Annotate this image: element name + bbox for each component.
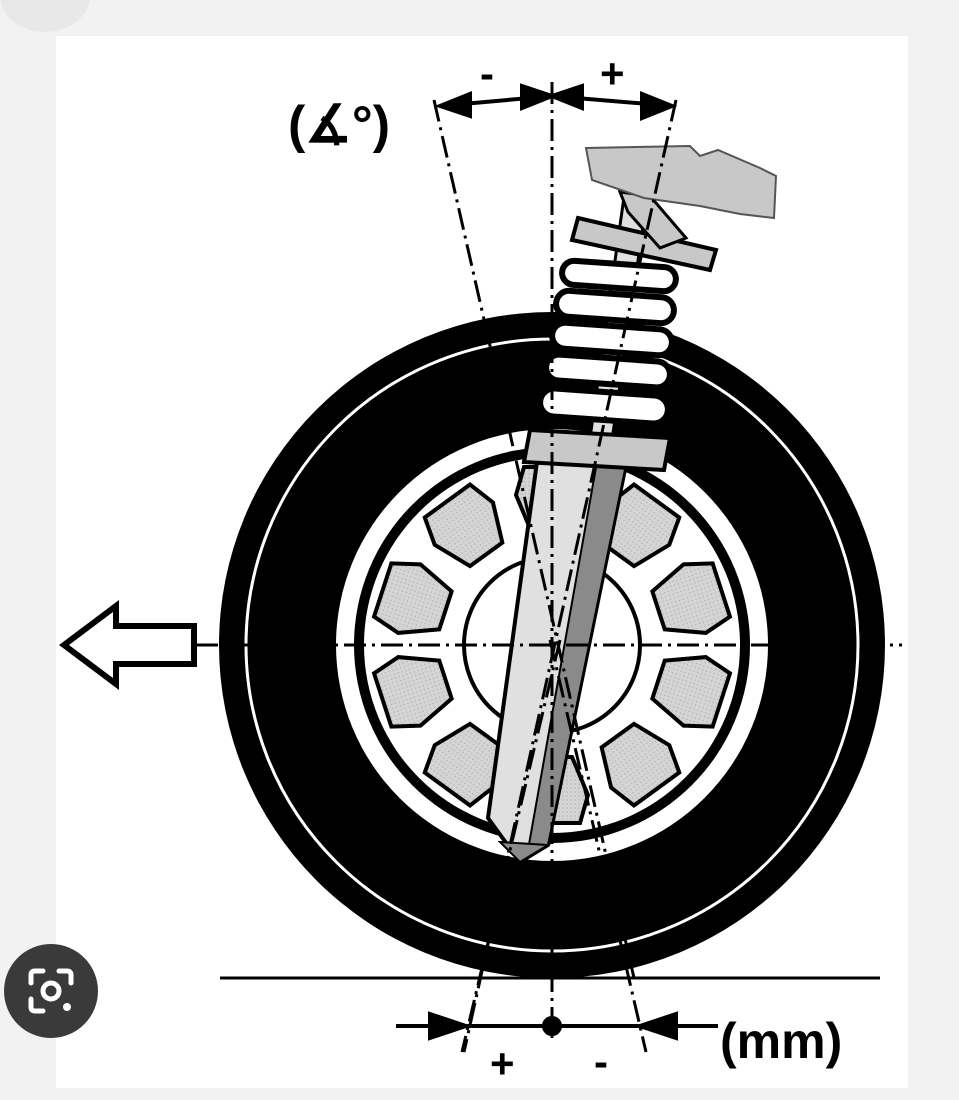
- bottom-minus-sign: -: [594, 1038, 608, 1085]
- construction-lines: [196, 82, 902, 1053]
- distance-label: (mm): [720, 1013, 842, 1069]
- bottom-distance-dimension: [396, 1011, 718, 1041]
- top-minus-sign: -: [480, 50, 494, 97]
- top-plus-sign: +: [600, 50, 625, 97]
- strut-assembly: [485, 144, 778, 865]
- top-angle-dimension: [434, 83, 678, 121]
- bottom-left-line: [460, 639, 562, 1053]
- direction-arrow-icon: [59, 600, 197, 690]
- right-angle-line: [462, 99, 678, 1053]
- bottom-plus-sign: +: [490, 1040, 515, 1087]
- coil-spring: [537, 257, 679, 427]
- camera-search-icon: [28, 968, 74, 1014]
- bottom-right-line: [548, 639, 648, 1053]
- left-angle-line: [432, 99, 636, 979]
- angle-label: (∡°): [288, 96, 390, 154]
- lens-search-button[interactable]: [4, 944, 98, 1038]
